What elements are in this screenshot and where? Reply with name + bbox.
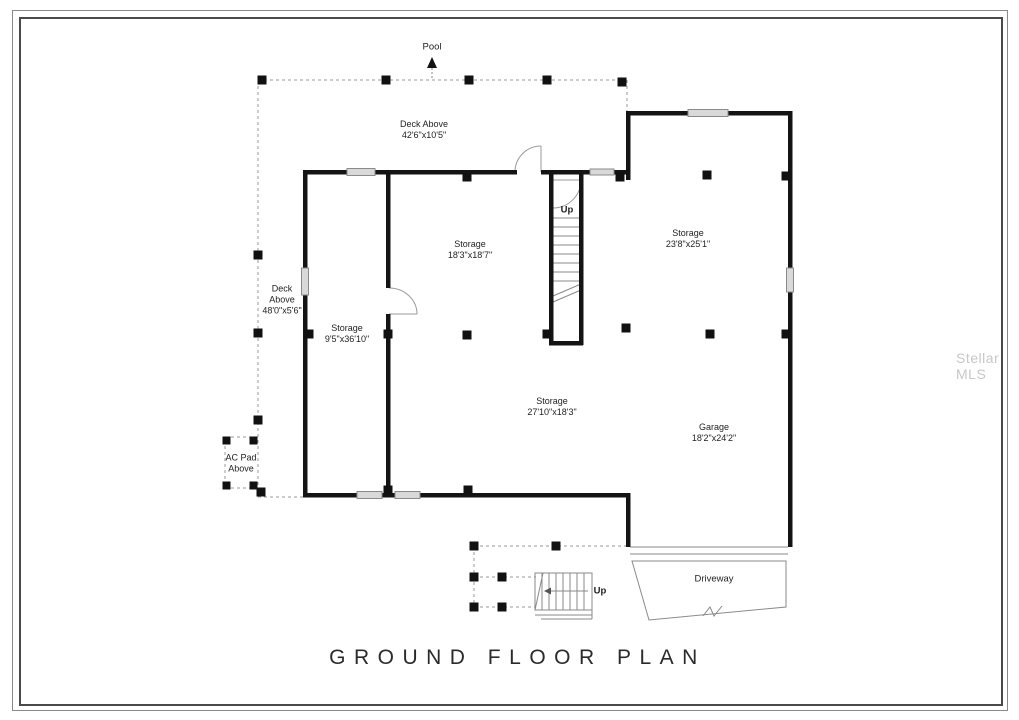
room-dims: 18'2"x24'2"	[691, 433, 737, 443]
room-name: Storage	[536, 396, 568, 406]
up-label-exterior-stair: Up	[593, 585, 607, 597]
room-name: Garage	[698, 422, 730, 432]
room-label-storage-right: Storage 23'8"x25'1"	[666, 228, 710, 250]
room-label-storage-center: Storage 27'10"x18'3"	[527, 396, 576, 418]
driveway-label: Driveway	[694, 573, 734, 585]
interior-stair-treads	[552, 217, 582, 303]
pool-arrow	[427, 57, 437, 79]
room-dims: 42'6"x10'5"	[401, 130, 447, 140]
border-frame-inner	[19, 17, 1003, 706]
room-label-deck-above-left: Deck Above 48'0"x5'6"	[260, 284, 304, 317]
room-dims: 18'3"x18'7"	[447, 250, 493, 260]
room-dims: 23'8"x25'1"	[665, 239, 711, 249]
room-name: Deck Above	[399, 119, 449, 129]
windows	[301, 109, 794, 499]
up-label-interior-stair: Up	[560, 204, 574, 216]
page-title: GROUND FLOOR PLAN	[329, 646, 706, 669]
door-arcs	[388, 145, 582, 315]
border-frame-outer	[12, 10, 1008, 711]
thin-linework	[534, 546, 788, 621]
room-name: Storage	[672, 228, 704, 238]
room-dims: 48'0"x5'6"	[262, 305, 302, 316]
pool-label: Pool	[422, 41, 442, 53]
room-dims: 27'10"x18'3"	[527, 407, 577, 417]
ac-pad-label: AC Pad Above	[225, 452, 257, 474]
room-dims: 9'5"x36'10"	[324, 334, 370, 344]
posts-and-columns	[222, 75, 791, 612]
room-label-garage: Garage 18'2"x24'2"	[692, 422, 736, 444]
room-label-storage-top: Storage 18'3"x18'7"	[448, 239, 492, 261]
room-label-storage-left: Storage 9'5"x36'10"	[325, 323, 369, 345]
walls	[302, 110, 793, 547]
room-name: Storage	[454, 239, 486, 249]
room-name: Deck Above	[269, 283, 295, 305]
watermark: Stellar MLS	[956, 350, 1000, 382]
room-label-deck-above-top: Deck Above 42'6"x10'5"	[400, 119, 448, 141]
room-name: Storage	[331, 323, 363, 333]
stair-direction-arrowhead	[544, 587, 551, 595]
